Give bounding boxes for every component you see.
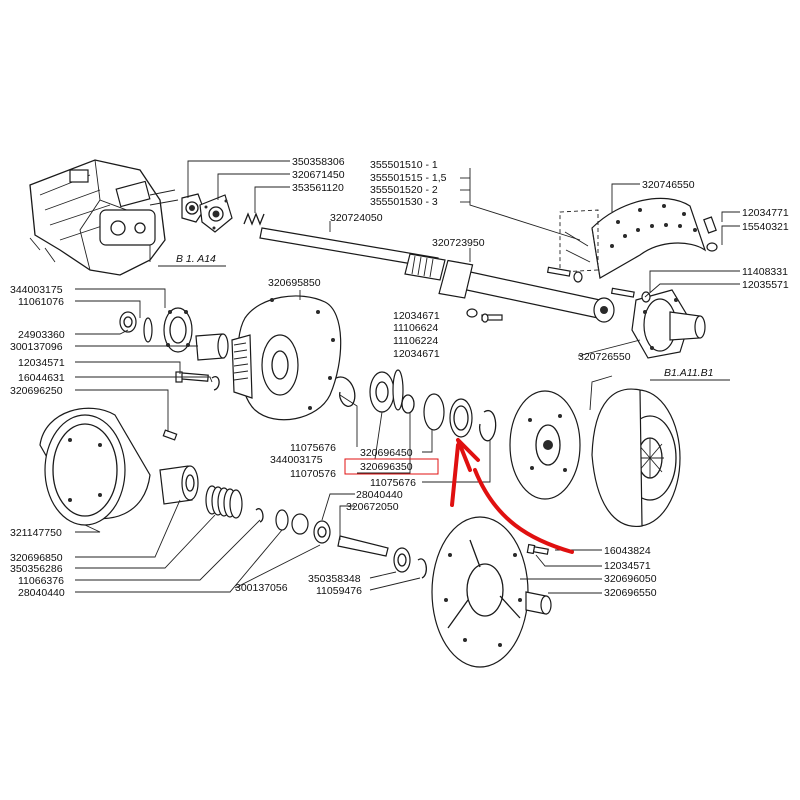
gear-housing-drawing xyxy=(231,295,342,421)
flanged-hub-drawing xyxy=(631,289,706,359)
part-number-label: 355501515 - 1,5 xyxy=(370,172,447,184)
part-number-label: 12034771 xyxy=(742,207,789,219)
part-number-label: 28040440 xyxy=(356,489,403,501)
part-number-label: 320696350 xyxy=(360,461,413,473)
part-number-label: 355501520 - 2 xyxy=(370,184,438,196)
part-number-label: 320726550 xyxy=(578,351,631,363)
pressure-plate-drawing xyxy=(591,388,681,527)
part-number-label: 15540321 xyxy=(742,221,789,233)
part-number-label: 16043824 xyxy=(604,545,651,557)
part-number-label: 344003175 xyxy=(10,284,63,296)
spoked-back-plate-drawing xyxy=(431,516,529,668)
part-number-label: 320696050 xyxy=(604,573,657,585)
part-number-label: 320671450 xyxy=(292,169,345,181)
part-number-label: 320695850 xyxy=(268,277,321,289)
part-number-label: 350356286 xyxy=(10,563,63,575)
part-number-label: 320696450 xyxy=(360,447,413,459)
part-number-label: 350358306 xyxy=(292,156,345,168)
part-number-label: 12035571 xyxy=(742,279,789,291)
part-number-label: 11070576 xyxy=(290,468,336,480)
part-number-label: 12034571 xyxy=(604,560,651,572)
section-ref-b1a11b1: B1.A11.B1 xyxy=(664,367,713,379)
highlight-box xyxy=(344,458,439,475)
part-number-label: 11075676 xyxy=(290,442,336,454)
part-number-label: 28040440 xyxy=(18,587,65,599)
brake-drum-drawing xyxy=(39,407,151,526)
bushing-drawing xyxy=(159,465,199,505)
part-number-label: 300137096 xyxy=(10,341,63,353)
part-number-label: 320672050 xyxy=(346,501,399,513)
triangular-flange-drawing xyxy=(199,194,233,233)
part-number-label: 355501530 - 3 xyxy=(370,196,438,208)
section-reference-labels: B 1. A14 B1.A11.B1 xyxy=(158,253,730,381)
part-number-label: 321147750 xyxy=(10,527,62,539)
part-number-label: 11408331 xyxy=(742,266,788,278)
part-number-label: 320746550 xyxy=(642,179,695,191)
bolt-and-clip-left-drawing xyxy=(175,371,220,391)
bolt-washer-top-right-drawing xyxy=(703,216,718,252)
part-number-label: 320723950 xyxy=(432,237,485,249)
part-number-label: 12034571 xyxy=(18,357,65,369)
rings-lower-drawing xyxy=(255,508,331,544)
part-number-label: 12034671 xyxy=(393,348,440,360)
part-number-label: 11061076 xyxy=(18,296,64,308)
clutch-disc-drawing xyxy=(509,390,581,500)
part-number-label: 16044631 xyxy=(18,372,65,384)
part-number-label: 353561120 xyxy=(292,182,344,194)
leader-lines xyxy=(75,160,740,594)
highlight-arrowhead xyxy=(456,438,480,472)
part-number-label: 24903360 xyxy=(18,329,65,341)
highlight-arrow-curve xyxy=(473,468,574,554)
small-bolts-drawing xyxy=(546,266,651,303)
section-ref-b1a14: B 1. A14 xyxy=(176,253,216,265)
part-number-label: 320724050 xyxy=(330,212,383,224)
highlight-arrow-stem xyxy=(450,443,460,507)
part-number-label: 320696550 xyxy=(604,587,657,599)
part-number-label: 300137056 xyxy=(235,582,288,594)
small-pin-drawing xyxy=(162,429,178,441)
part-number-labels: 350358306 320671450 353561120 320724050 … xyxy=(10,156,789,599)
bolt-bushing-right-drawing xyxy=(525,543,552,615)
part-number-label: 11106224 xyxy=(393,335,438,347)
washer-bolt-mid-drawing xyxy=(466,308,503,323)
engine-block-drawing xyxy=(29,159,179,276)
part-number-label: 320696250 xyxy=(10,385,63,397)
bearing-set-left-drawing xyxy=(119,307,229,361)
part-number-label: 11066376 xyxy=(18,575,64,587)
center-bearing-drawing xyxy=(335,369,497,442)
short-shaft-drawing xyxy=(337,535,428,579)
shaft-tube-drawing xyxy=(438,259,615,323)
flange-cap-drawing xyxy=(181,193,205,223)
half-disc-guard-drawing xyxy=(559,197,707,279)
part-number-label: 11059476 xyxy=(316,585,362,597)
drive-shaft-drawing xyxy=(259,227,446,281)
spring-small-drawing xyxy=(243,212,265,226)
part-number-label: 11075676 xyxy=(370,477,416,489)
coil-spring-drawing xyxy=(205,485,243,519)
part-number-label: 12034671 xyxy=(393,310,440,322)
part-number-label: 355501510 - 1 xyxy=(370,159,438,171)
part-number-label: 320696850 xyxy=(10,552,63,564)
part-number-label: 350358348 xyxy=(308,573,361,585)
highlight-annotation xyxy=(344,438,574,554)
part-number-label: 11106624 xyxy=(393,322,438,334)
part-number-label: 344003175 xyxy=(270,454,323,466)
